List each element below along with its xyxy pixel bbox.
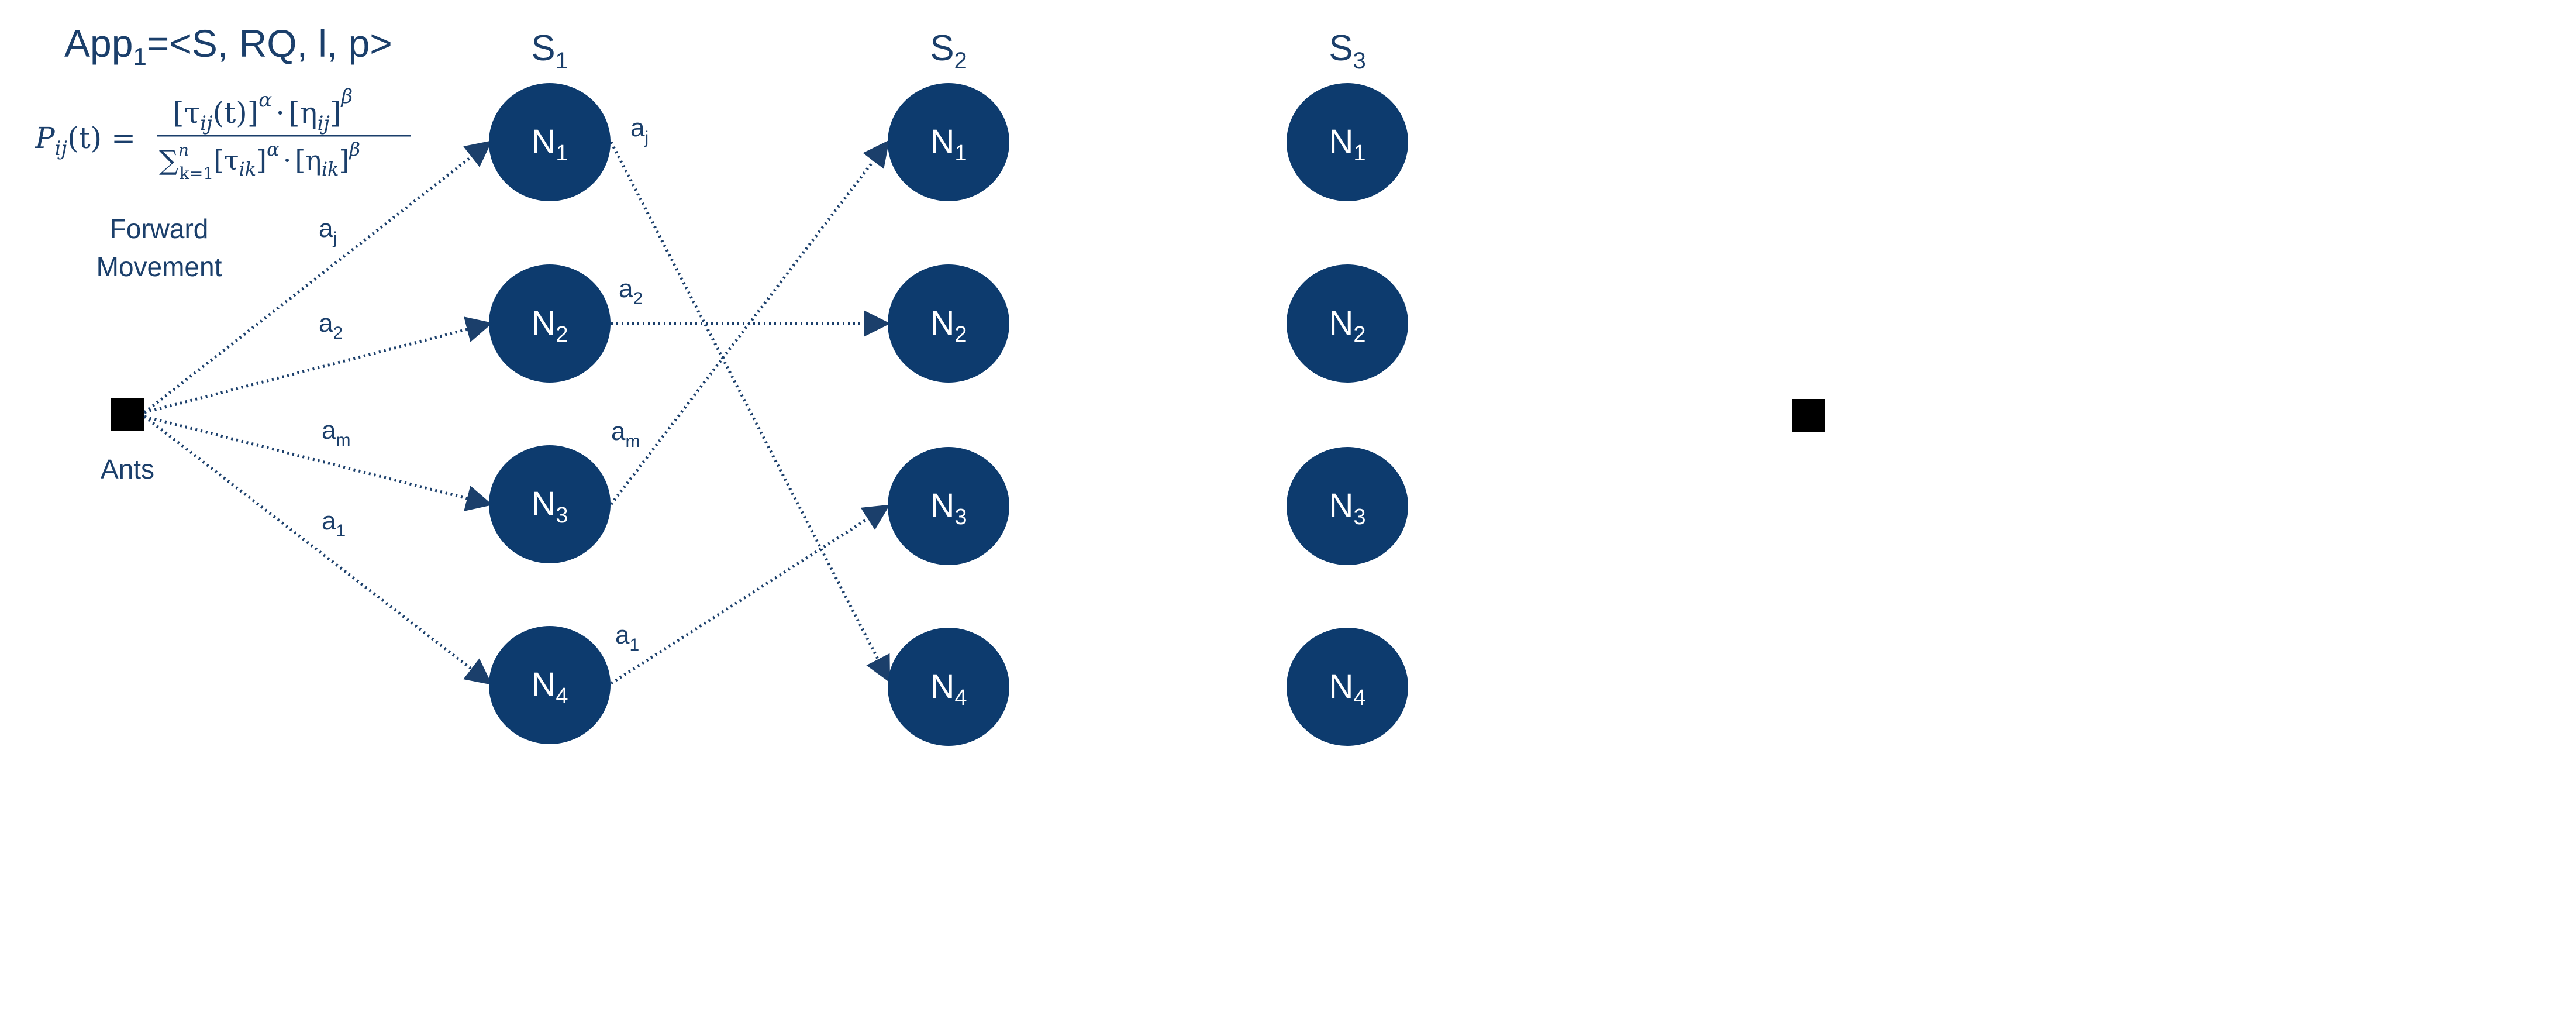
- node-s3-n3-label: N3: [1329, 487, 1365, 529]
- node-s1-n1: [489, 83, 611, 201]
- node-s3-n4: [1287, 628, 1408, 746]
- node-s2-n3-label: N3: [930, 487, 967, 529]
- stage-heading-s1: S1: [531, 28, 568, 74]
- node-s3-n1: [1287, 83, 1408, 201]
- forward-movement-line-1: Forward: [110, 214, 209, 244]
- stage-heading-s2: S2: [930, 28, 967, 74]
- stage-1-nodes: N1 N2 N3 N4: [489, 83, 611, 744]
- edge-label-ants-n4: a1: [322, 507, 346, 541]
- ants-source-marker: [111, 398, 144, 431]
- edge-s1n1-to-s2n4: [609, 141, 891, 683]
- edge-ants-to-s1n4: [143, 415, 492, 685]
- node-s2-n1: [888, 83, 1009, 201]
- node-s3-n4-label: N4: [1329, 667, 1365, 710]
- edge-label-s1n2-out: a2: [619, 274, 643, 308]
- edge-label-s1n4-out: a1: [615, 621, 639, 655]
- node-s1-n2-label: N2: [531, 304, 568, 347]
- stage-2-nodes: N1 N2 N3 N4: [888, 83, 1009, 746]
- node-s2-n4-label: N4: [930, 667, 967, 710]
- edge-label-ants-n1: aj: [319, 214, 337, 248]
- diagram-title: App1=<S, RQ, l, p>: [64, 22, 392, 70]
- edges: [143, 140, 891, 685]
- edge-label-s1n3-out: am: [611, 417, 640, 451]
- forward-movement-line-2: Movement: [96, 252, 222, 282]
- edge-ants-to-s1n2: [144, 316, 493, 414]
- node-s1-n4-label: N4: [531, 666, 568, 708]
- edge-label-ants-n2: a2: [319, 309, 343, 343]
- node-s3-n3: [1287, 447, 1408, 565]
- node-s1-n4: [489, 626, 611, 744]
- node-s3-n1-label: N1: [1329, 123, 1365, 166]
- stage-heading-s3: S3: [1329, 28, 1366, 74]
- node-s1-n3: [489, 445, 611, 563]
- destination-marker: [1792, 399, 1825, 432]
- node-s2-n2-label: N2: [930, 304, 967, 347]
- stage-3-nodes: N1 N2 N3 N4: [1287, 83, 1408, 746]
- node-s3-n2: [1287, 264, 1408, 383]
- node-s2-n4: [888, 628, 1009, 746]
- edge-s1n3-to-s2n1: [610, 140, 889, 505]
- edge-label-ants-n3: am: [322, 416, 350, 450]
- node-s1-n2: [489, 264, 611, 383]
- formula-lhs: Pij(t) =: [35, 121, 136, 160]
- edge-s1n4-to-s2n3: [610, 504, 890, 685]
- node-s2-n3: [888, 447, 1009, 565]
- node-s2-n1-label: N1: [930, 123, 967, 166]
- edge-ants-to-s1n3: [144, 415, 493, 511]
- node-s2-n2: [888, 264, 1009, 383]
- ants-label: Ants: [101, 454, 154, 484]
- edge-label-s1n1-out: aj: [630, 113, 649, 147]
- node-s1-n3-label: N3: [531, 485, 568, 528]
- formula-numerator: [τij(t)]α·[ηij]β: [173, 85, 353, 135]
- node-s1-n1-label: N1: [531, 123, 568, 166]
- node-s3-n2-label: N2: [1329, 304, 1365, 347]
